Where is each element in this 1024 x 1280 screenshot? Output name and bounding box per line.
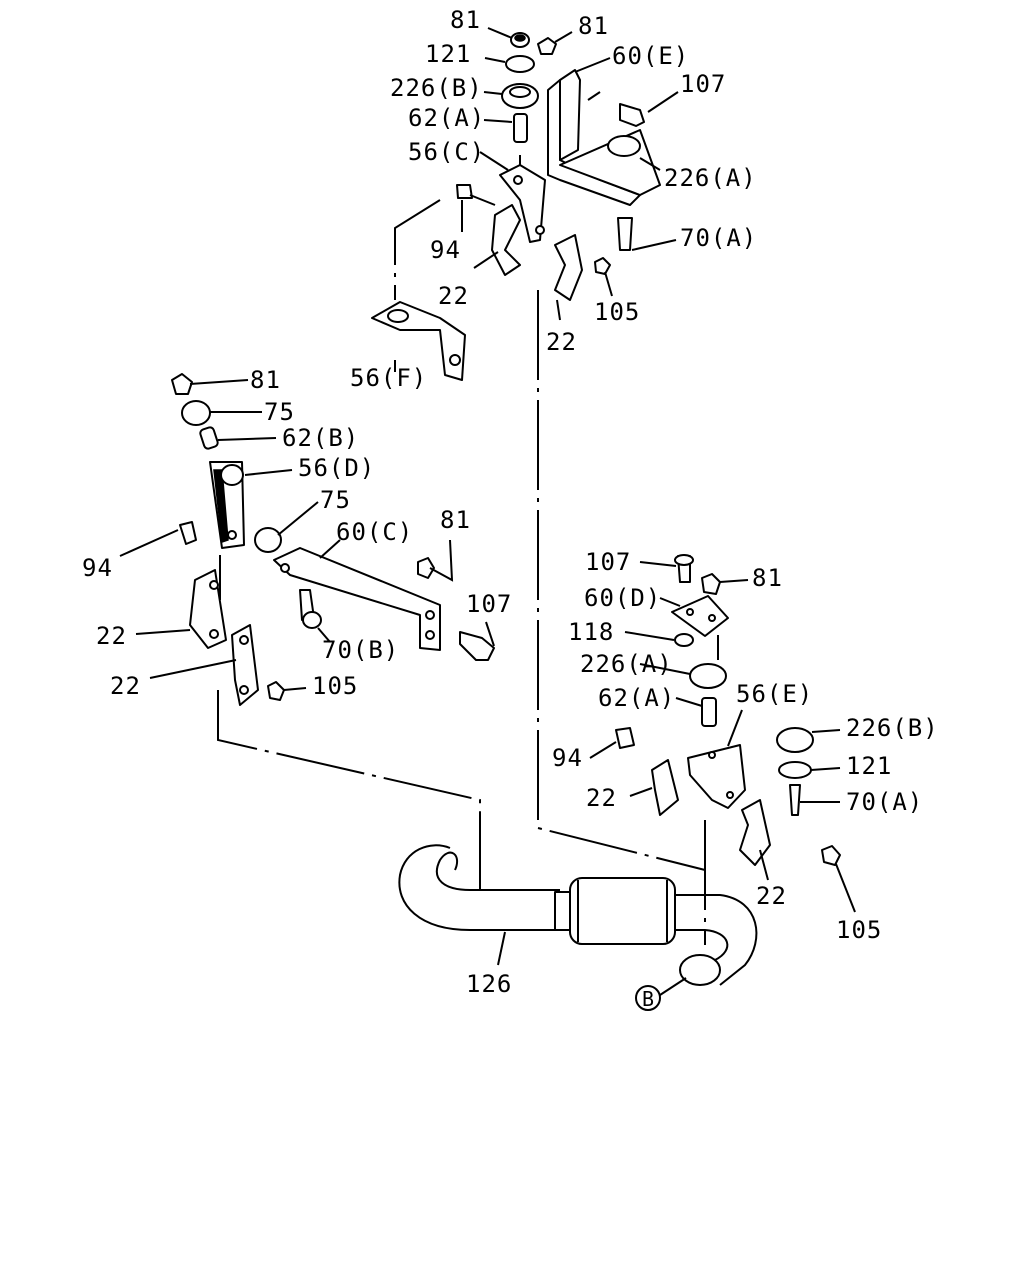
clamp-22-top-left (491, 204, 521, 276)
plate-60d (671, 595, 729, 637)
callout-56c: 56(C) (408, 138, 485, 166)
right-mounting-group (615, 554, 841, 866)
callout-62a-right: 62(A) (598, 684, 675, 712)
callout-121-right: 121 (846, 752, 892, 780)
callout-62a-top: 62(A) (408, 104, 485, 132)
callout-60c: 60(C) (336, 518, 413, 546)
callout-105-right: 105 (836, 916, 882, 944)
bolt-107-top (619, 103, 645, 127)
callout-75-upper: 75 (264, 398, 295, 426)
callout-56e: 56(E) (736, 680, 813, 708)
bushing-75-lower (254, 527, 282, 553)
callout-126: 126 (466, 970, 512, 998)
nut-81-right (701, 573, 721, 595)
assembly-centerlines (217, 155, 719, 945)
callout-70b: 70(B) (322, 636, 399, 664)
callout-22-left-b: 22 (110, 672, 141, 700)
reference-marker-letter: B (642, 987, 654, 1011)
exhaust-pipe-126 (398, 844, 758, 986)
rubber-226a-right (689, 663, 727, 689)
nut-105-top (594, 257, 611, 275)
bracket-56e (687, 744, 746, 809)
callout-labels: 81 81 121 60(E) 226(B) 107 62(A) 56(C) 2… (82, 6, 939, 998)
bushing-75-upper (181, 400, 211, 426)
leader-lines (119, 27, 856, 996)
nut-81-bracket (417, 557, 435, 579)
callout-81-top-b: 81 (578, 12, 609, 40)
collar-62b (199, 426, 219, 450)
callout-81-top-a: 81 (450, 6, 481, 34)
bolt-94-left (179, 521, 197, 545)
nut-105-left (267, 681, 285, 701)
callout-105-left: 105 (312, 672, 358, 700)
callout-22-top-a: 22 (438, 282, 469, 310)
callout-22-right-a: 22 (586, 784, 617, 812)
rubber-226a-top (607, 135, 641, 157)
bolt-94-top (456, 184, 473, 199)
clamp-22-right-a (651, 759, 679, 816)
callout-107-right: 107 (585, 548, 631, 576)
callout-22-left-a: 22 (96, 622, 127, 650)
callout-81-left: 81 (250, 366, 281, 394)
callout-226b-top: 226(B) (390, 74, 483, 102)
nut-81-left (171, 373, 193, 395)
nut-105-right (821, 845, 841, 866)
rubber-226b-right (776, 727, 814, 753)
callout-107-left: 107 (466, 590, 512, 618)
washer-121-right (778, 761, 812, 779)
callout-94-top: 94 (430, 236, 461, 264)
callout-94-right: 94 (552, 744, 583, 772)
callout-81-right: 81 (752, 564, 783, 592)
washer-118 (674, 633, 694, 647)
bolt-70a-top (617, 217, 633, 251)
left-mounting-group (171, 373, 495, 706)
callout-60d: 60(D) (584, 584, 661, 612)
callout-56f: 56(F) (350, 364, 427, 392)
bolt-94-right (615, 727, 635, 749)
top-mounting-group (371, 32, 661, 381)
bolt-70a-right (789, 784, 801, 816)
clamp-22-right-b (739, 799, 771, 866)
callout-56d: 56(D) (298, 454, 375, 482)
clamp-22-left-a (189, 569, 227, 649)
bracket-60c (273, 547, 441, 651)
nut-81-b (537, 37, 557, 55)
clamp-22-top-right (554, 234, 583, 301)
callout-70a-right: 70(A) (846, 788, 923, 816)
callout-118: 118 (568, 618, 614, 646)
bracket-56c (499, 164, 546, 243)
callout-94-left: 94 (82, 554, 113, 582)
collar-62a-right (701, 697, 717, 727)
callout-22-right-b: 22 (756, 882, 787, 910)
clamp-22-left-b (231, 624, 259, 706)
callout-22-top-b: 22 (546, 328, 577, 356)
callout-81-bracket: 81 (440, 506, 471, 534)
callout-121-top: 121 (425, 40, 471, 68)
collar-62a (513, 113, 528, 143)
callout-226a-right: 226(A) (580, 650, 673, 678)
callout-62b: 62(B) (282, 424, 359, 452)
callout-60e: 60(E) (612, 42, 689, 70)
callout-70a-top: 70(A) (680, 224, 757, 252)
bolt-107-left (459, 631, 495, 661)
washer-121 (505, 55, 535, 73)
callout-105-top: 105 (594, 298, 640, 326)
callout-226b-right: 226(B) (846, 714, 939, 742)
callout-226a-top: 226(A) (664, 164, 757, 192)
callout-107-top: 107 (680, 70, 726, 98)
reference-marker-circle (635, 985, 661, 1011)
callout-75-lower: 75 (320, 486, 351, 514)
reference-marker: B (635, 985, 661, 1011)
